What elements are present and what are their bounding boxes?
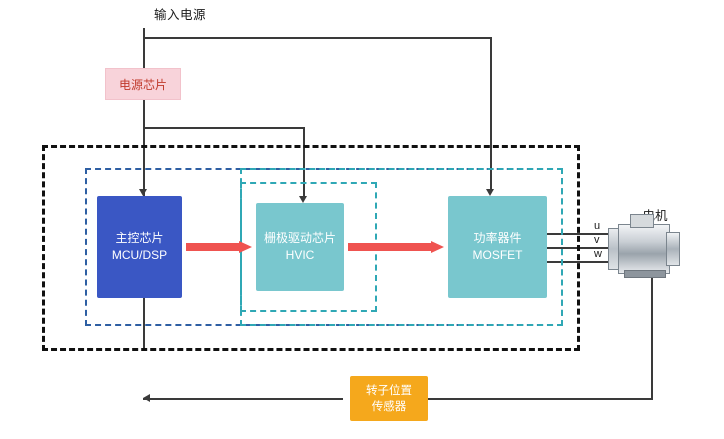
node-hvic[interactable]: 栅极驱动芯片 HVIC	[256, 203, 344, 291]
line-input-power-vertical	[143, 28, 145, 348]
node-mcu[interactable]: 主控芯片 MCU/DSP	[97, 196, 182, 298]
motor-endcap-icon	[666, 232, 680, 266]
line-powerchip-to-hvic	[143, 127, 304, 129]
arrow-power-device-feed	[486, 189, 494, 196]
power-chip-label: 电源芯片	[118, 77, 167, 92]
line-power-device-feed	[490, 37, 492, 189]
motor-body-icon	[618, 224, 670, 274]
node-rotor-position-sensor[interactable]: 转子位置 传感器	[350, 376, 428, 421]
arrow-hvic-to-power	[348, 241, 444, 253]
arrow-hvic-feed	[299, 196, 307, 203]
node-sensor-line2: 传感器	[371, 400, 407, 413]
system-boundary-box	[42, 145, 580, 351]
node-sensor-line1: 转子位置	[366, 384, 412, 397]
phase-label-v: v	[594, 234, 600, 246]
phase-label-w: w	[594, 248, 602, 260]
phase-label-u: u	[594, 220, 601, 232]
arrow-mcu-to-hvic	[186, 241, 252, 253]
line-input-power-horizontal	[143, 37, 491, 39]
line-sensor-to-bus	[143, 398, 343, 400]
line-hvic-feed	[303, 127, 305, 196]
node-power-device[interactable]: 功率器件 MOSFET	[448, 196, 547, 298]
node-power-device-line1: 功率器件	[473, 231, 522, 245]
arrow-sensor-to-bus	[143, 394, 150, 402]
line-motor-down	[651, 276, 653, 399]
node-hvic-line2: HVIC	[285, 248, 315, 262]
line-motor-to-sensor	[428, 398, 653, 400]
motor-foot-icon	[624, 270, 666, 278]
node-mcu-line2: MCU/DSP	[111, 248, 168, 262]
input-power-label: 输入电源	[153, 8, 206, 22]
motor-terminal-box-icon	[630, 214, 654, 228]
node-power-device-line2: MOSFET	[472, 248, 523, 262]
arrow-mcu-feed	[139, 189, 147, 196]
node-mcu-line1: 主控芯片	[115, 231, 164, 245]
node-hvic-line1: 栅极驱动芯片	[263, 231, 336, 245]
power-chip-box[interactable]: 电源芯片	[105, 68, 181, 100]
